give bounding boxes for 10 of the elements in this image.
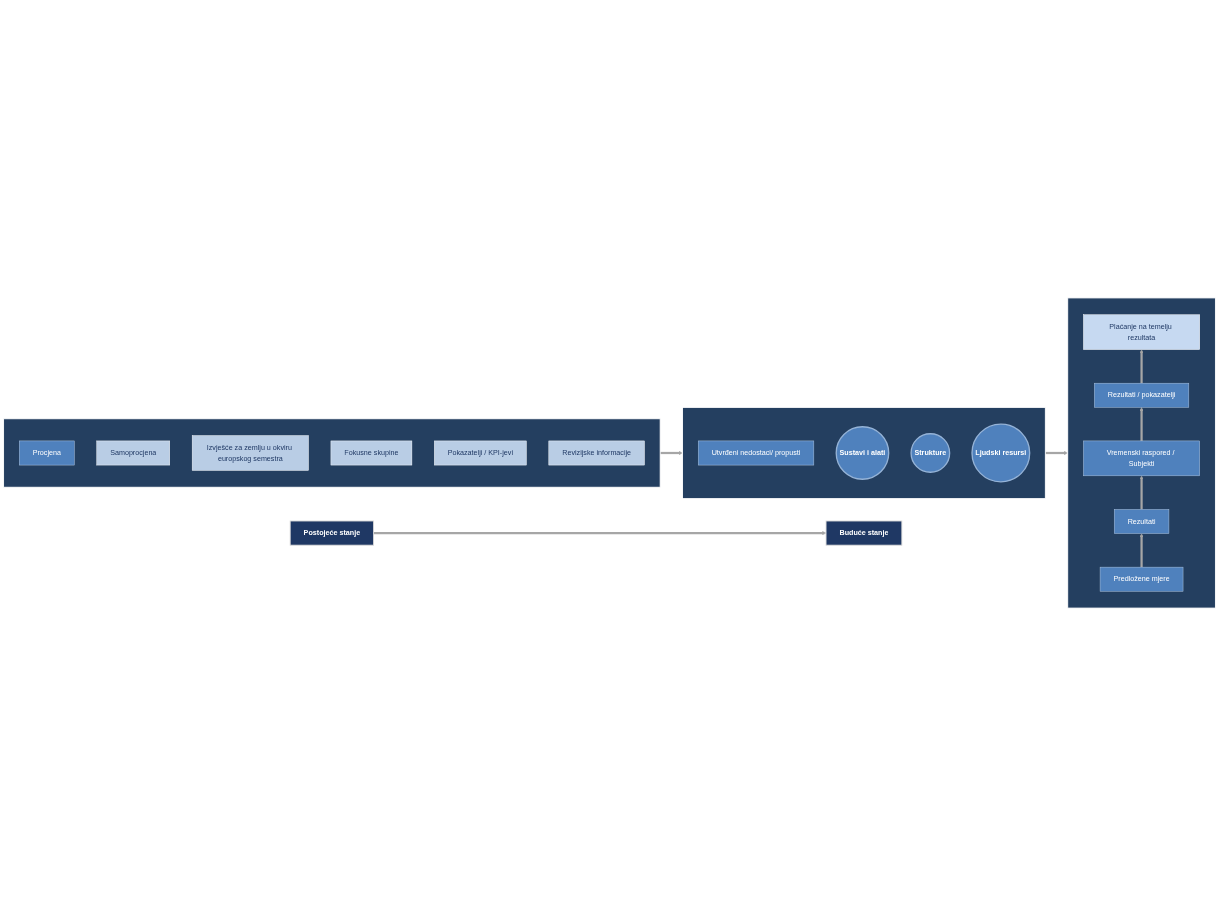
arrow xyxy=(1045,450,1068,455)
cluster xyxy=(1067,296,1216,609)
arrow xyxy=(660,450,683,455)
cluster xyxy=(3,417,661,488)
arrow xyxy=(1139,532,1144,567)
arrow xyxy=(1139,406,1144,441)
arrow xyxy=(1139,475,1144,509)
arrow xyxy=(1139,348,1144,383)
cluster xyxy=(682,406,1046,499)
arrow xyxy=(373,530,827,535)
